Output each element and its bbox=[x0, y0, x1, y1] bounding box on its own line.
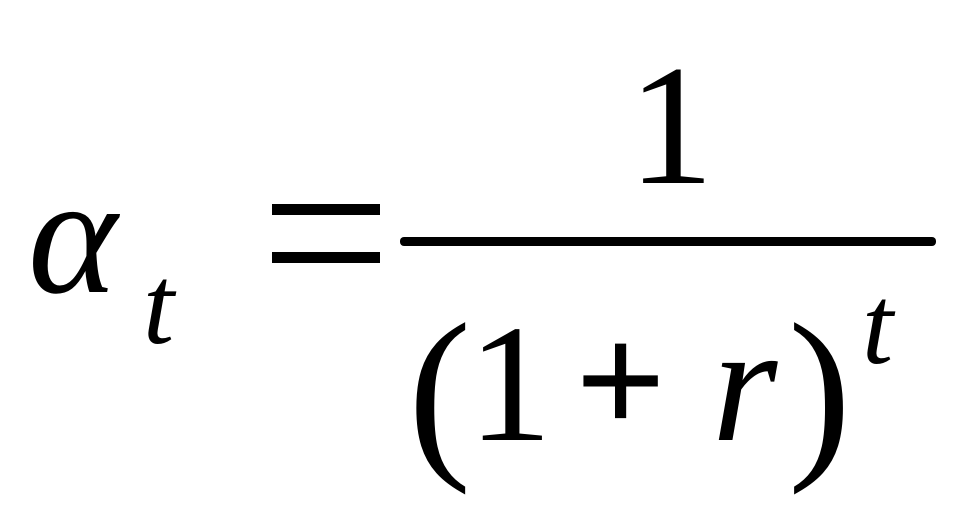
variable-r: r bbox=[712, 291, 778, 477]
left-paren: ( bbox=[408, 286, 472, 496]
numerator-one: 1 bbox=[628, 31, 714, 221]
subscript-t: t bbox=[143, 244, 175, 368]
denominator-one: 1 bbox=[468, 291, 552, 477]
equals-top-bar bbox=[272, 204, 380, 215]
right-paren: ) bbox=[788, 286, 852, 496]
fraction-bar bbox=[400, 237, 936, 246]
alpha-symbol: α bbox=[28, 141, 118, 329]
exponent-t: t bbox=[862, 264, 894, 388]
plus-sign: + bbox=[575, 291, 667, 469]
equals-bottom-bar bbox=[272, 252, 380, 263]
